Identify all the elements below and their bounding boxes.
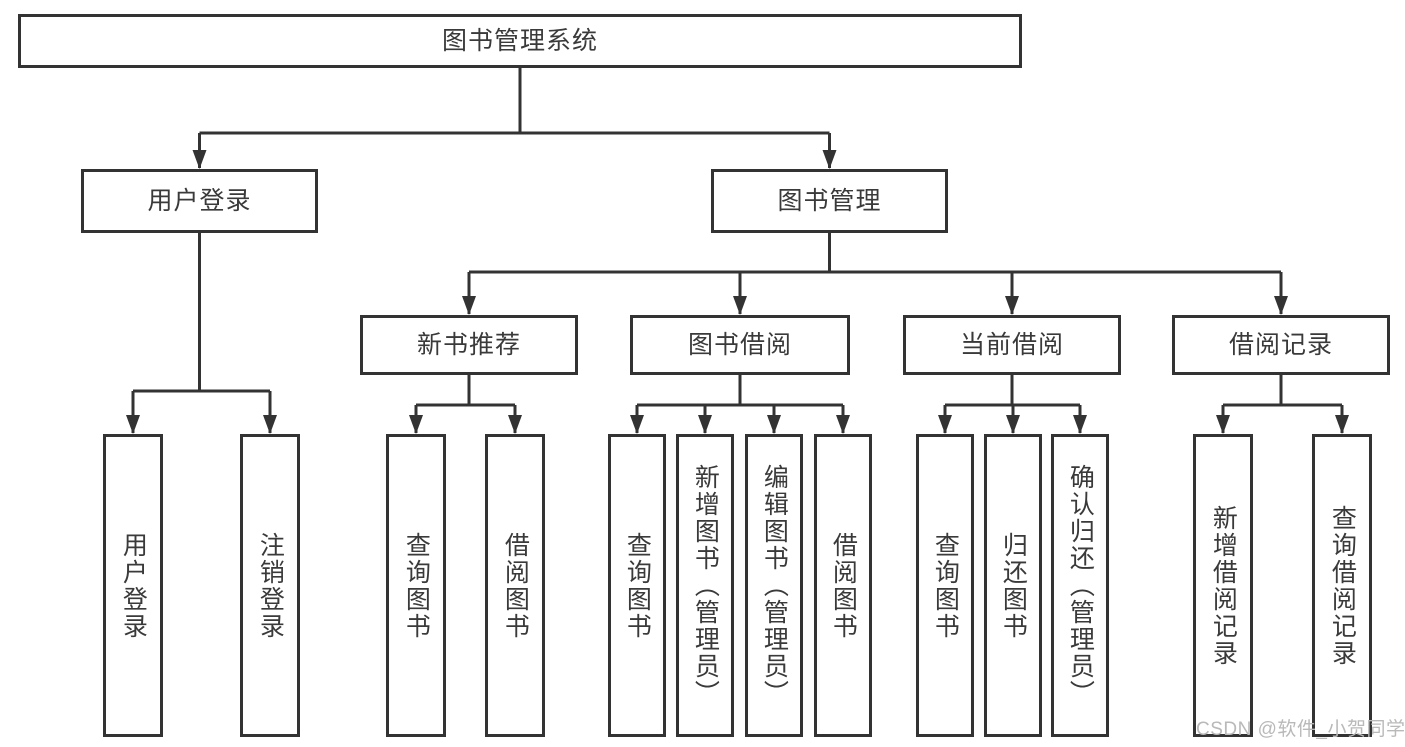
node-label: 确认归还（管理员） <box>1066 464 1095 707</box>
node-label: 图书管理 <box>777 187 882 215</box>
node-label: 图书管理系统 <box>441 27 598 55</box>
node-label: 新书推荐 <box>416 331 521 359</box>
node-leaf-borrow-book-2[interactable]: 借阅图书 <box>814 434 872 737</box>
arrowhead-leaf-query-book-2 <box>630 415 644 434</box>
node-leaf-return-book[interactable]: 归还图书 <box>984 434 1042 737</box>
node-label: 当前借阅 <box>959 331 1064 359</box>
node-book-borrow[interactable]: 图书借阅 <box>630 315 850 375</box>
node-label: 借阅图书 <box>501 531 530 640</box>
node-label: 注销登录 <box>256 531 285 640</box>
node-label: 查询图书 <box>623 531 652 640</box>
node-leaf-query-borrow-record[interactable]: 查询借阅记录 <box>1312 434 1372 737</box>
node-leaf-add-book-admin[interactable]: 新增图书（管理员） <box>676 434 734 737</box>
node-leaf-confirm-return-admin[interactable]: 确认归还（管理员） <box>1051 434 1109 737</box>
node-new-book-rec[interactable]: 新书推荐 <box>360 315 578 375</box>
arrowhead-leaf-borrow-book-1 <box>508 415 522 434</box>
node-current-borrow[interactable]: 当前借阅 <box>903 315 1121 375</box>
node-leaf-add-borrow-record[interactable]: 新增借阅记录 <box>1193 434 1253 737</box>
arrowhead-user-login <box>192 150 207 169</box>
arrowhead-leaf-add-book-admin <box>698 415 712 434</box>
node-label: 查询借阅记录 <box>1328 504 1357 667</box>
node-label: 用户登录 <box>119 531 148 640</box>
arrowhead-current-borrow <box>1005 296 1019 315</box>
node-user-login[interactable]: 用户登录 <box>81 169 318 233</box>
arrowhead-leaf-query-borrow-record <box>1335 415 1349 434</box>
node-label: 查询图书 <box>931 531 960 640</box>
arrowhead-new-book-rec <box>462 296 476 315</box>
node-leaf-query-book-3[interactable]: 查询图书 <box>916 434 974 737</box>
csdn-watermark: CSDN @软件_小贺同学 <box>1196 719 1405 740</box>
arrowhead-leaf-confirm-return-admin <box>1073 415 1087 434</box>
arrowhead-leaf-return-book <box>1006 415 1020 434</box>
arrowhead-leaf-query-book-1 <box>409 415 423 434</box>
arrowhead-leaf-logout <box>263 415 277 434</box>
node-leaf-user-login[interactable]: 用户登录 <box>103 434 163 737</box>
node-leaf-edit-book-admin[interactable]: 编辑图书（管理员） <box>745 434 803 737</box>
node-label: 借阅记录 <box>1228 331 1333 359</box>
arrowhead-borrow-record <box>1274 296 1288 315</box>
node-label: 新增借阅记录 <box>1209 504 1238 667</box>
node-leaf-logout[interactable]: 注销登录 <box>240 434 300 737</box>
node-leaf-query-book-2[interactable]: 查询图书 <box>608 434 666 737</box>
node-book-manage[interactable]: 图书管理 <box>711 169 948 233</box>
node-label: 图书借阅 <box>687 331 792 359</box>
arrowhead-book-borrow <box>733 296 747 315</box>
node-borrow-record[interactable]: 借阅记录 <box>1172 315 1390 375</box>
arrowhead-book-manage <box>822 150 837 169</box>
node-label: 用户登录 <box>147 187 252 215</box>
node-label: 借阅图书 <box>829 531 858 640</box>
node-label: 新增图书（管理员） <box>691 464 720 707</box>
arrowhead-leaf-add-borrow-record <box>1216 415 1230 434</box>
node-leaf-borrow-book-1[interactable]: 借阅图书 <box>485 434 545 737</box>
arrowhead-leaf-borrow-book-2 <box>836 415 850 434</box>
node-root[interactable]: 图书管理系统 <box>18 14 1022 68</box>
node-label: 查询图书 <box>402 531 431 640</box>
node-leaf-query-book-1[interactable]: 查询图书 <box>386 434 446 737</box>
node-label: 编辑图书（管理员） <box>760 464 789 707</box>
node-label: 归还图书 <box>999 531 1028 640</box>
arrowhead-leaf-query-book-3 <box>938 415 952 434</box>
arrowhead-leaf-user-login <box>126 415 140 434</box>
arrowhead-leaf-edit-book-admin <box>767 415 781 434</box>
